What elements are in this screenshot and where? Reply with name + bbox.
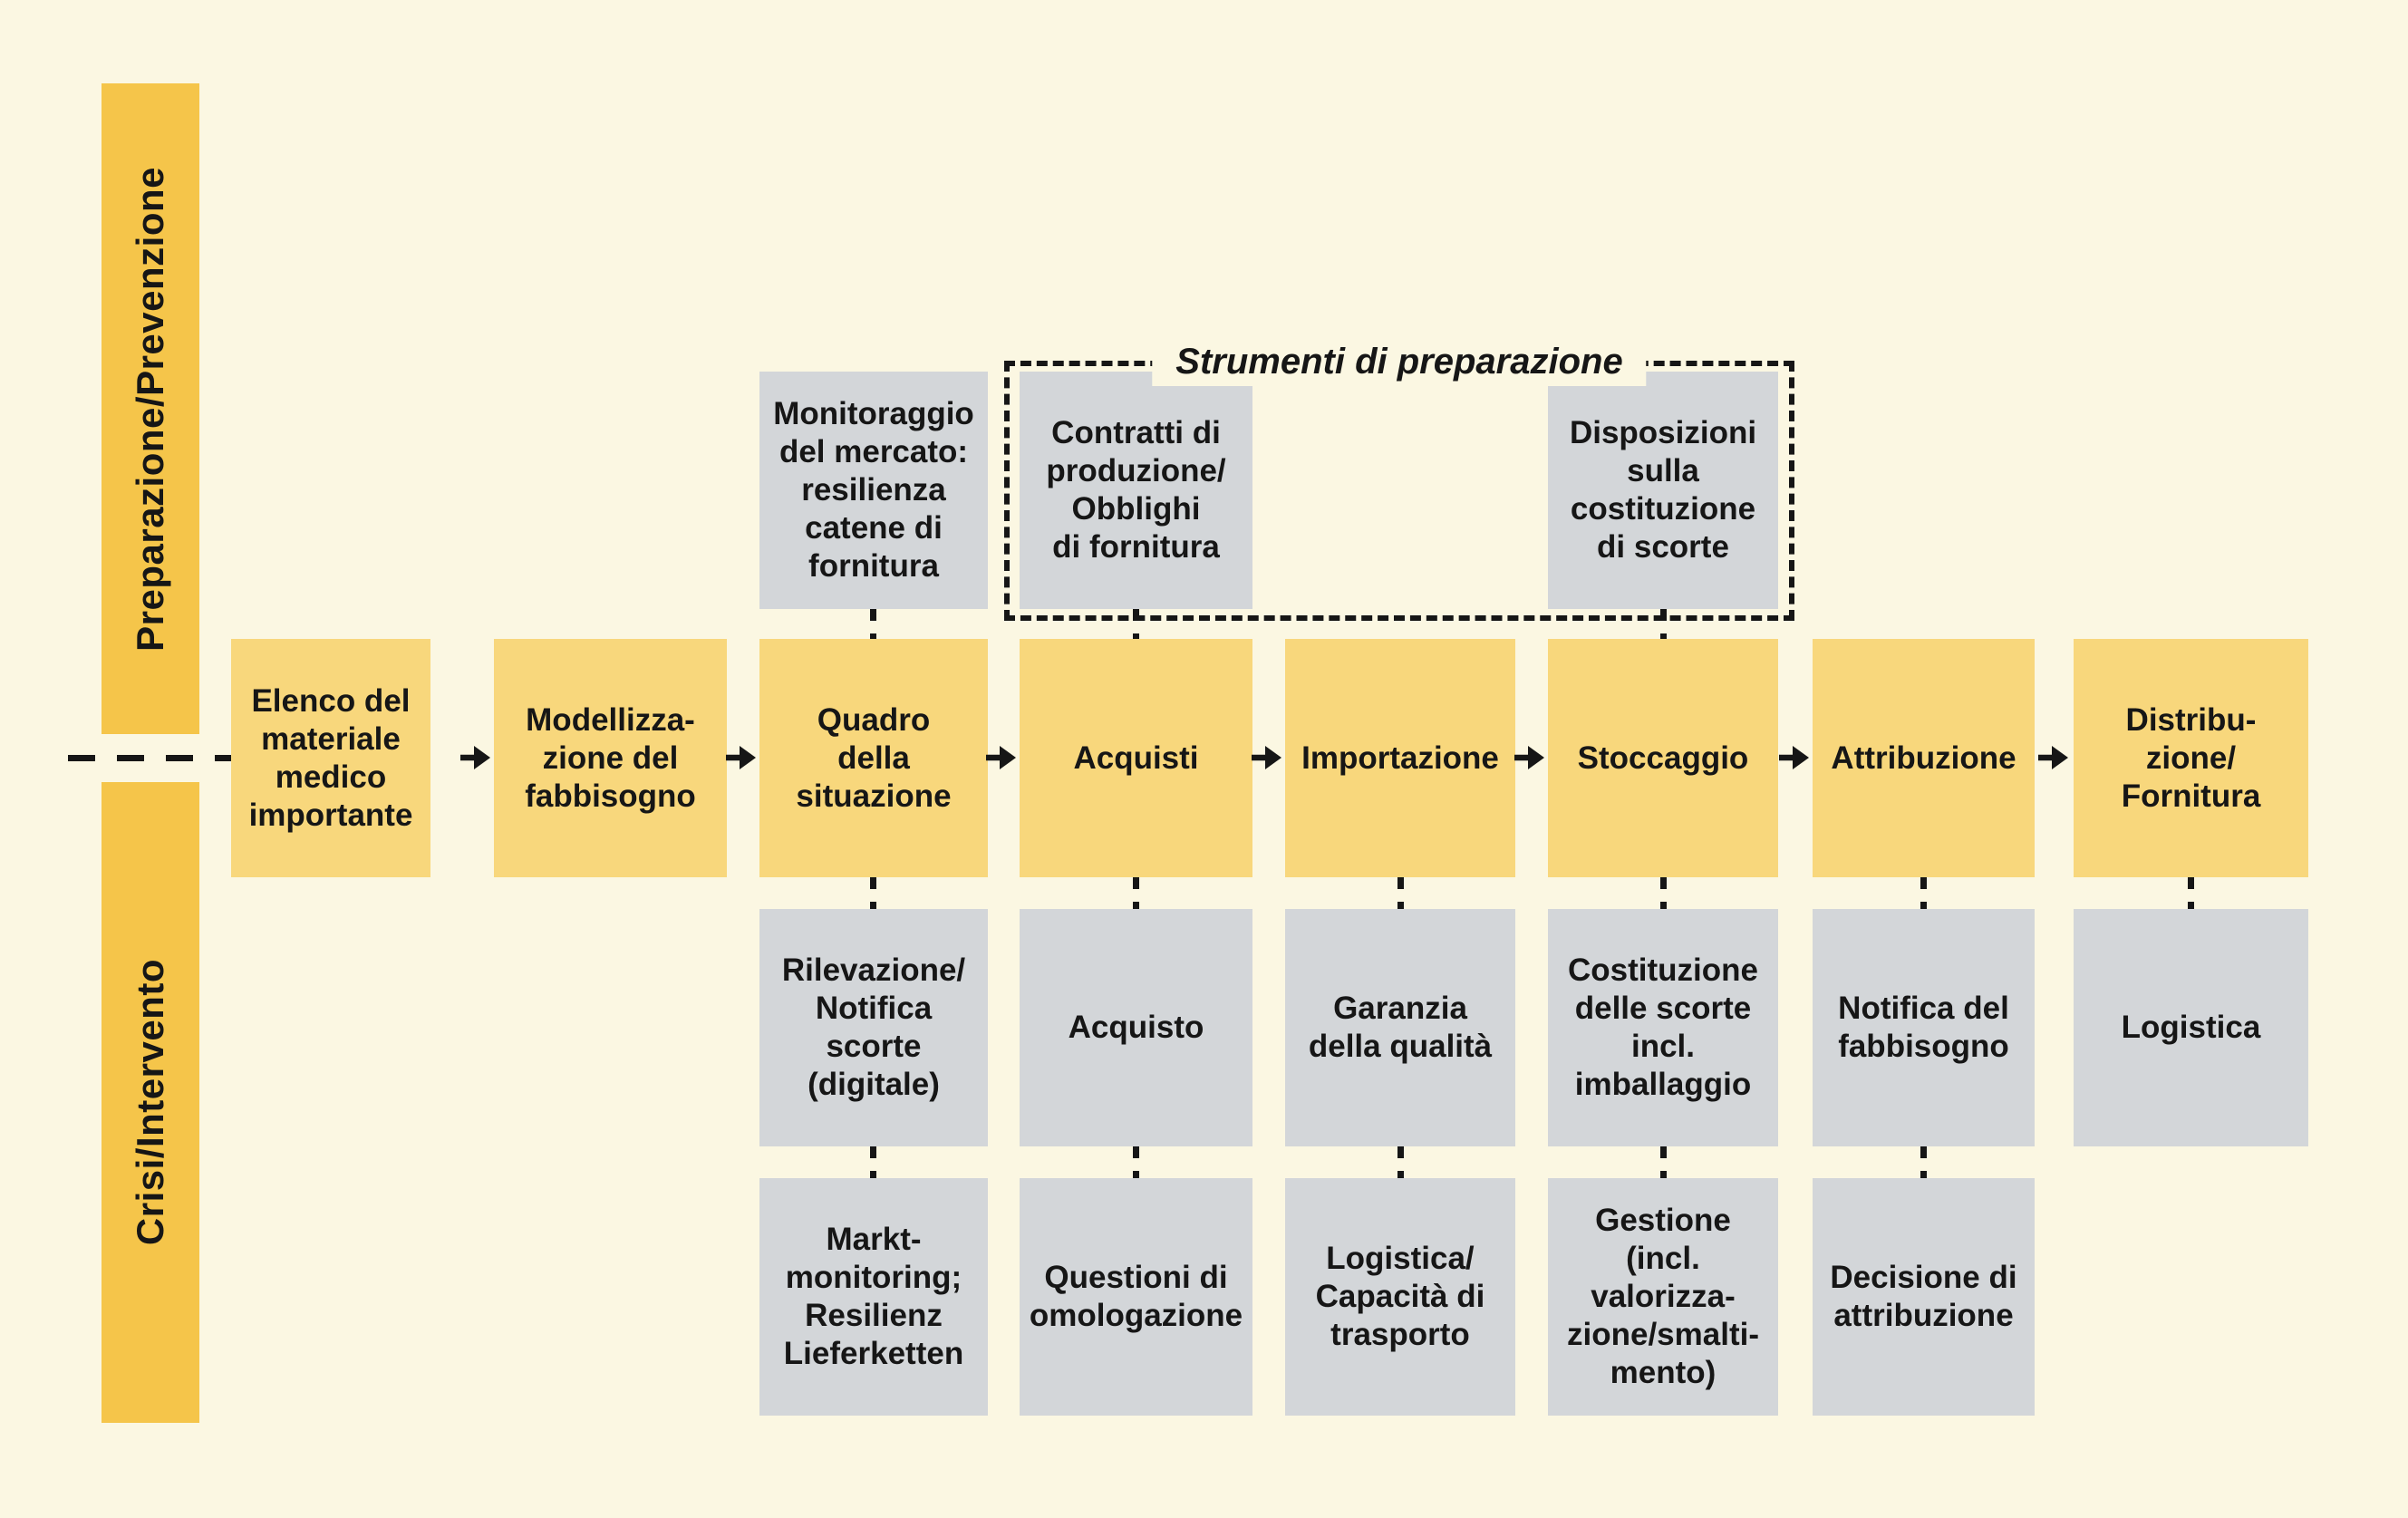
- process-box-distribuzione: Distribu- zione/ Fornitura: [2074, 639, 2308, 877]
- support-box-production-contracts: Contratti di produzione/ Obblighi di for…: [1020, 372, 1252, 609]
- connector-mid-quadro: [870, 877, 876, 909]
- connector-low-quadro: [870, 1146, 876, 1178]
- phase-band-preparation: Preparazione/Prevenzione: [102, 83, 199, 734]
- connector-mid-stoccaggio: [1660, 877, 1667, 909]
- connector-mid-distribuzione: [2188, 877, 2194, 909]
- connector-top-acquisti: [1133, 609, 1139, 639]
- process-box-elenco: Elenco del materiale medico importante: [231, 639, 430, 877]
- connector-low-acquisti: [1133, 1146, 1139, 1178]
- crisis-box-notifica-fabbisogno: Notifica del fabbisogno: [1813, 909, 2035, 1146]
- connector-mid-attribuzione: [1920, 877, 1927, 909]
- phase-band-crisis: Crisi/Intervento: [102, 782, 199, 1423]
- crisis-box-marktmonitoring: Markt- monitoring; Resilienz Lieferkette…: [759, 1178, 988, 1416]
- process-box-stoccaggio: Stoccaggio: [1548, 639, 1778, 877]
- connector-mid-importazione: [1397, 877, 1404, 909]
- flow-arrow-4: [1252, 746, 1281, 769]
- connector-top-stoccaggio: [1660, 609, 1667, 639]
- connector-top-quadro: [870, 609, 876, 639]
- flow-arrow-3: [986, 746, 1016, 769]
- crisis-box-garanzia-qualita: Garanzia della qualità: [1285, 909, 1515, 1146]
- phase-band-preparation-label: Preparazione/Prevenzione: [129, 166, 171, 652]
- process-box-attribuzione: Attribuzione: [1813, 639, 2035, 877]
- support-box-market-monitoring: Monitoraggio del mercato: resilienza cat…: [759, 372, 988, 609]
- connector-low-stoccaggio: [1660, 1146, 1667, 1178]
- crisis-box-omologazione: Questioni di omologazione: [1020, 1178, 1252, 1416]
- flow-arrow-5: [1514, 746, 1544, 769]
- support-box-stockpile-provisions: Disposizioni sulla costituzione di scort…: [1548, 372, 1778, 609]
- connector-mid-acquisti: [1133, 877, 1139, 909]
- crisis-box-gestione: Gestione (incl. valorizza- zione/smalti-…: [1548, 1178, 1778, 1416]
- flow-arrow-1: [460, 746, 490, 769]
- process-box-acquisti: Acquisti: [1020, 639, 1252, 877]
- connector-low-attribuzione: [1920, 1146, 1927, 1178]
- crisis-box-rilevazione: Rilevazione/ Notifica scorte (digitale): [759, 909, 988, 1146]
- crisis-box-logistica: Logistica: [2074, 909, 2308, 1146]
- flow-arrow-6: [1779, 746, 1809, 769]
- crisis-box-costituzione-scorte: Costituzione delle scorte incl. imballag…: [1548, 909, 1778, 1146]
- process-box-importazione: Importazione: [1285, 639, 1515, 877]
- process-box-quadro: Quadro della situazione: [759, 639, 988, 877]
- preparation-tools-title: Strumenti di preparazione: [1152, 337, 1647, 386]
- flow-arrow-7: [2038, 746, 2068, 769]
- phase-band-crisis-label: Crisi/Intervento: [129, 959, 171, 1246]
- crisis-box-logistica-trasporto: Logistica/ Capacità di trasporto: [1285, 1178, 1515, 1416]
- flow-arrow-2: [726, 746, 756, 769]
- phase-divider-dashed-line: [68, 755, 231, 761]
- process-box-modellizzazione: Modellizza- zione del fabbisogno: [494, 639, 727, 877]
- connector-low-importazione: [1397, 1146, 1404, 1178]
- crisis-box-decisione-attribuzione: Decisione di attribuzione: [1813, 1178, 2035, 1416]
- crisis-box-acquisto: Acquisto: [1020, 909, 1252, 1146]
